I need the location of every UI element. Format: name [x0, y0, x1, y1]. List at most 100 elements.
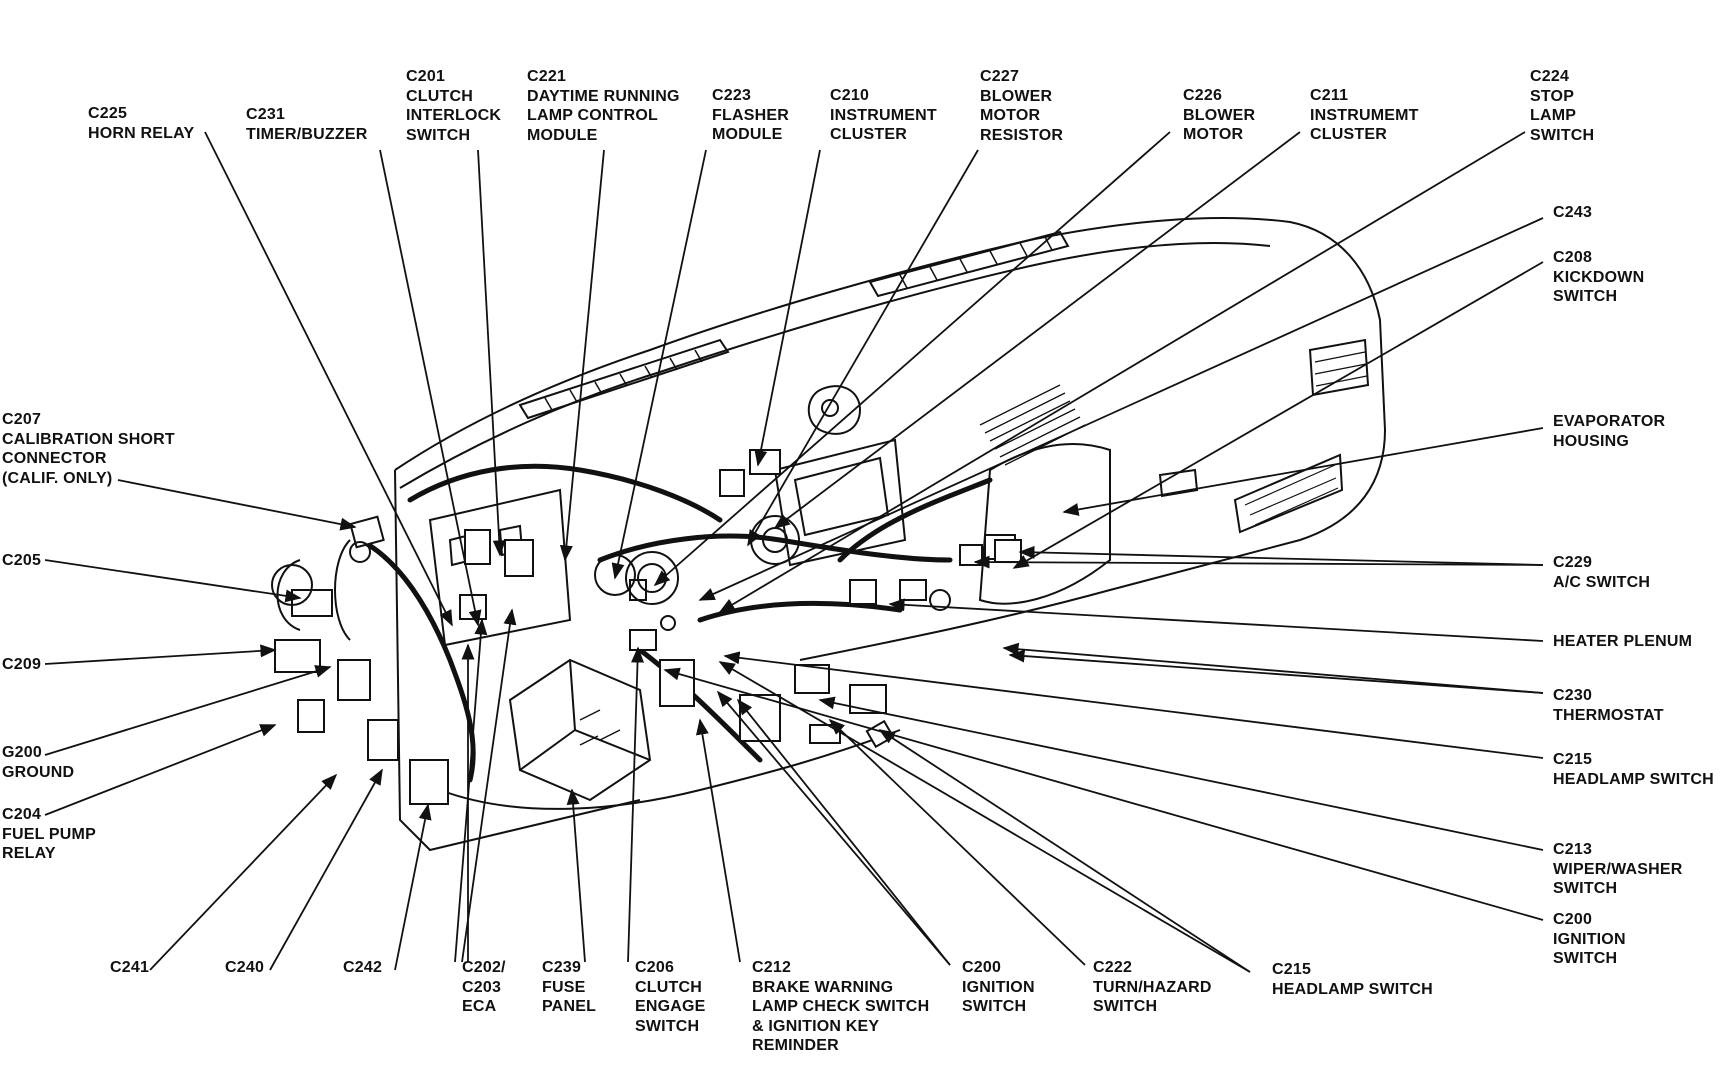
callout-line: C224 — [1530, 68, 1570, 85]
callout-line: MOTOR — [1183, 126, 1244, 143]
dashboard-drawing — [271, 217, 1387, 852]
callout-line: C239 — [542, 959, 582, 976]
callout-line: LAMP CONTROL — [527, 107, 658, 124]
callout-line: SWITCH — [1553, 288, 1618, 305]
callout-line: SWITCH — [406, 126, 471, 144]
callout-line: HOUSING — [1553, 432, 1630, 450]
callout-line: LAMP — [1530, 107, 1577, 124]
callout-line: C222 — [1093, 959, 1133, 976]
callout-line: C241 — [110, 959, 150, 976]
callout-line: BLOWER — [980, 87, 1053, 105]
callout-line: C243 — [1553, 204, 1593, 221]
callout-line: HEADLAMP SWITCH — [1272, 980, 1433, 998]
callout-line: CLUSTER — [1310, 126, 1387, 143]
callout-line: WIPER/WASHER — [1553, 860, 1683, 878]
callout-line: CLUTCH — [635, 978, 702, 996]
callout-line: C206 — [635, 959, 675, 976]
callout-line: C205 — [2, 552, 42, 569]
callout-c243: C243 — [1553, 203, 1592, 223]
callout-line: C223 — [712, 87, 752, 104]
callout-line: (CALIF. ONLY) — [2, 469, 113, 487]
callout-line: C212 — [752, 959, 792, 976]
callout-line: LAMP CHECK SWITCH — [752, 998, 930, 1015]
callout-line: C230 — [1553, 687, 1593, 704]
callout-line: C203 — [462, 978, 502, 996]
callout-line: HEADLAMP SWITCH — [1553, 770, 1714, 788]
callout-line: CONNECTOR — [2, 450, 107, 467]
callout-line: INSTRUMEMT — [1310, 106, 1419, 124]
callout-line: C215 — [1272, 961, 1312, 978]
callout-line: SWITCH — [1553, 880, 1618, 897]
callout-line: SWITCH — [1530, 126, 1595, 144]
callout-c242: C242 — [343, 958, 382, 978]
callout-line: BLOWER — [1183, 106, 1256, 124]
leader-lines — [44, 131, 1544, 973]
callout-line: MODULE — [527, 126, 598, 144]
callout-line: INSTRUMENT — [830, 106, 937, 124]
callout-line: FUEL PUMP — [2, 825, 96, 843]
callout-line: C200 — [1553, 911, 1593, 928]
callout-line: HEATER PLENUM — [1553, 633, 1693, 650]
callout-c205: C205 — [2, 551, 41, 571]
callout-line: C221 — [527, 68, 567, 85]
callout-line: C215 — [1553, 751, 1593, 768]
callout-line: C209 — [2, 656, 42, 673]
callout-line: STOP — [1530, 87, 1575, 105]
callout-line: C200 — [962, 959, 1002, 976]
callout-line: REMINDER — [752, 1037, 839, 1054]
callout-line: RELAY — [2, 845, 56, 862]
callout-line: C225 — [88, 105, 128, 122]
callout-heater-plenum: HEATER PLENUM — [1553, 632, 1692, 652]
callout-line: C208 — [1553, 249, 1593, 266]
callout-line: SWITCH — [1553, 950, 1618, 967]
callout-line: C204 — [2, 806, 42, 823]
callout-line: GROUND — [2, 763, 75, 781]
callout-line: IGNITION — [1553, 930, 1626, 948]
callout-line: DAYTIME RUNNING — [527, 87, 680, 105]
callout-c241: C241 — [110, 958, 149, 978]
callout-line: INTERLOCK — [406, 107, 502, 124]
callout-line: A/C SWITCH — [1553, 573, 1651, 591]
callout-c240: C240 — [225, 958, 264, 978]
callout-line: ECA — [462, 998, 497, 1015]
callout-line: SWITCH — [635, 1017, 700, 1035]
callout-line: THERMOSTAT — [1553, 706, 1664, 724]
callout-line: & IGNITION KEY — [752, 1017, 880, 1035]
callout-line: C202/ — [462, 959, 506, 976]
callout-line: ENGAGE — [635, 998, 706, 1015]
callout-line: C231 — [246, 106, 286, 123]
callout-line: C240 — [225, 959, 265, 976]
callout-line: C229 — [1553, 554, 1593, 571]
callout-line: PANEL — [542, 998, 597, 1015]
callout-line: C201 — [406, 68, 446, 85]
callout-line: BRAKE WARNING — [752, 978, 894, 996]
callout-line: C242 — [343, 959, 383, 976]
callout-line: HORN RELAY — [88, 124, 195, 142]
callout-line: C210 — [830, 87, 870, 104]
callout-line: MOTOR — [980, 107, 1041, 124]
callout-line: TURN/HAZARD — [1093, 978, 1212, 996]
callout-line: SWITCH — [962, 998, 1027, 1015]
callout-line: CLUSTER — [830, 126, 907, 143]
callout-line: CALIBRATION SHORT — [2, 430, 175, 448]
